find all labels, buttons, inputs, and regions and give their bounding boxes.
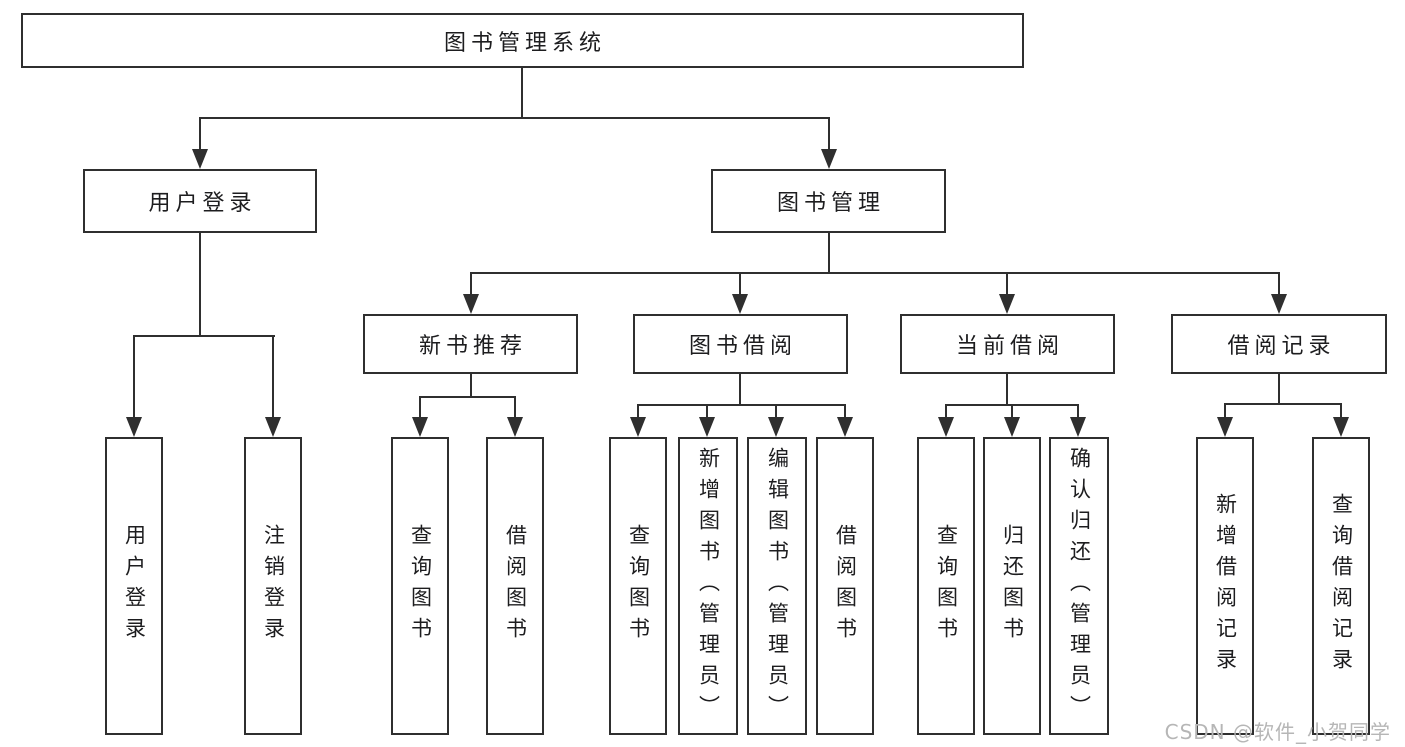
leaf-add-books-admin: 新增图书（管理员）: [678, 437, 738, 735]
leaf-label: 用户登录: [122, 524, 147, 648]
leaf-label: 查询图书: [408, 524, 433, 648]
connector-drop-book-borrowing: [739, 272, 741, 296]
leaf-label: 新增借阅记录: [1213, 493, 1238, 679]
leaf-query-books-current: 查询图书: [917, 437, 975, 735]
node-label: 新书推荐: [418, 334, 527, 359]
connector-drop-return-books: [1011, 404, 1013, 419]
node-current-borrowing: 当前借阅: [900, 314, 1115, 374]
connector-new-book-bar: [419, 396, 516, 398]
connector-root-trunk: [521, 66, 523, 118]
leaf-return-books: 归还图书: [983, 437, 1041, 735]
node-borrowing-records: 借阅记录: [1171, 314, 1387, 374]
leaf-label: 查询借阅记录: [1329, 493, 1354, 679]
leaf-logout: 注销登录: [244, 437, 302, 735]
arrowhead-borrow-records: [1271, 294, 1287, 314]
arrowhead-add-books: [699, 417, 715, 437]
node-label: 图书管理: [776, 191, 885, 216]
arrowhead-query-books-3: [938, 417, 954, 437]
connector-drop-query-borrow-record: [1340, 403, 1342, 419]
arrowhead-query-books-2: [630, 417, 646, 437]
connector-drop-edit-books: [775, 404, 777, 419]
leaf-label: 确认归还（管理员）: [1067, 446, 1092, 726]
leaf-label: 编辑图书（管理员）: [765, 446, 790, 726]
leaf-query-borrow-record: 查询借阅记录: [1312, 437, 1370, 735]
leaf-borrow-books-newrec: 借阅图书: [486, 437, 544, 735]
leaf-label: 注销登录: [261, 524, 286, 648]
arrowhead-add-borrow-record: [1217, 417, 1233, 437]
arrowhead-edit-books: [768, 417, 784, 437]
node-label: 图书管理系统: [443, 30, 606, 56]
connector-book-borrowing-trunk: [739, 374, 741, 406]
arrowhead-confirm-return: [1070, 417, 1086, 437]
arrowhead-query-borrow-record: [1333, 417, 1349, 437]
leaf-label: 借阅图书: [833, 524, 858, 648]
connector-drop-query-books-3: [945, 404, 947, 419]
connector-drop-add-borrow-record: [1224, 403, 1226, 419]
connector-drop-query-books-2: [637, 404, 639, 419]
leaf-add-borrow-record: 新增借阅记录: [1196, 437, 1254, 735]
arrowhead-borrow-books-1: [507, 417, 523, 437]
node-book-management: 图书管理: [711, 169, 946, 233]
node-library-management-system: 图书管理系统: [21, 13, 1024, 68]
csdn-watermark: CSDN @软件_小贺同学: [1164, 720, 1391, 744]
node-new-book-recommendation: 新书推荐: [363, 314, 578, 374]
leaf-label: 新增图书（管理员）: [696, 446, 721, 726]
leaf-label: 查询图书: [626, 524, 651, 648]
connector-drop-login-leaf: [133, 335, 135, 419]
arrowhead-user-login: [192, 149, 208, 169]
leaf-query-books-newrec: 查询图书: [391, 437, 449, 735]
node-label: 借阅记录: [1227, 334, 1336, 359]
connector-root-bar: [199, 117, 830, 119]
connector-drop-borrow-books-2: [844, 404, 846, 419]
leaf-label: 归还图书: [1000, 524, 1025, 648]
connector-drop-confirm-return: [1077, 404, 1079, 419]
arrowhead-login-leaf: [126, 417, 142, 437]
arrowhead-logout-leaf: [265, 417, 281, 437]
connector-user-login-trunk: [199, 233, 201, 337]
leaf-confirm-return-admin: 确认归还（管理员）: [1049, 437, 1109, 735]
leaf-edit-books-admin: 编辑图书（管理员）: [747, 437, 807, 735]
arrowhead-current-borrowing: [999, 294, 1015, 314]
leaf-label: 查询图书: [934, 524, 959, 648]
connector-user-login-bar: [133, 335, 275, 337]
node-label: 用户登录: [148, 191, 257, 216]
connector-current-borrowing-trunk: [1006, 374, 1008, 406]
node-label: 当前借阅: [955, 334, 1064, 359]
connector-book-management-bar: [470, 272, 1280, 274]
arrowhead-return-books: [1004, 417, 1020, 437]
connector-drop-query-books-1: [419, 396, 421, 419]
leaf-borrow-books-borrowing: 借阅图书: [816, 437, 874, 735]
connector-borrow-records-bar: [1224, 403, 1342, 405]
leaf-query-books-borrowing: 查询图书: [609, 437, 667, 735]
connector-drop-add-books: [706, 404, 708, 419]
connector-root-drop-book-management: [828, 117, 830, 153]
connector-borrow-records-trunk: [1278, 374, 1280, 405]
connector-book-management-trunk: [828, 233, 830, 274]
leaf-label: 借阅图书: [503, 524, 528, 648]
arrowhead-query-books-1: [412, 417, 428, 437]
connector-book-borrowing-bar: [637, 404, 846, 406]
connector-drop-current-borrowing: [1006, 272, 1008, 296]
connector-drop-new-book: [470, 272, 472, 296]
node-user-login: 用户登录: [83, 169, 317, 233]
node-label: 图书借阅: [688, 334, 797, 359]
connector-drop-borrow-books-1: [514, 396, 516, 419]
arrowhead-book-borrowing: [732, 294, 748, 314]
arrowhead-book-management: [821, 149, 837, 169]
connector-drop-logout-leaf: [272, 335, 274, 419]
connector-drop-borrow-records: [1278, 272, 1280, 296]
arrowhead-new-book: [463, 294, 479, 314]
arrowhead-borrow-books-2: [837, 417, 853, 437]
connector-root-drop-user-login: [199, 117, 201, 153]
leaf-user-login: 用户登录: [105, 437, 163, 735]
connector-new-book-trunk: [470, 374, 472, 398]
node-book-borrowing: 图书借阅: [633, 314, 848, 374]
